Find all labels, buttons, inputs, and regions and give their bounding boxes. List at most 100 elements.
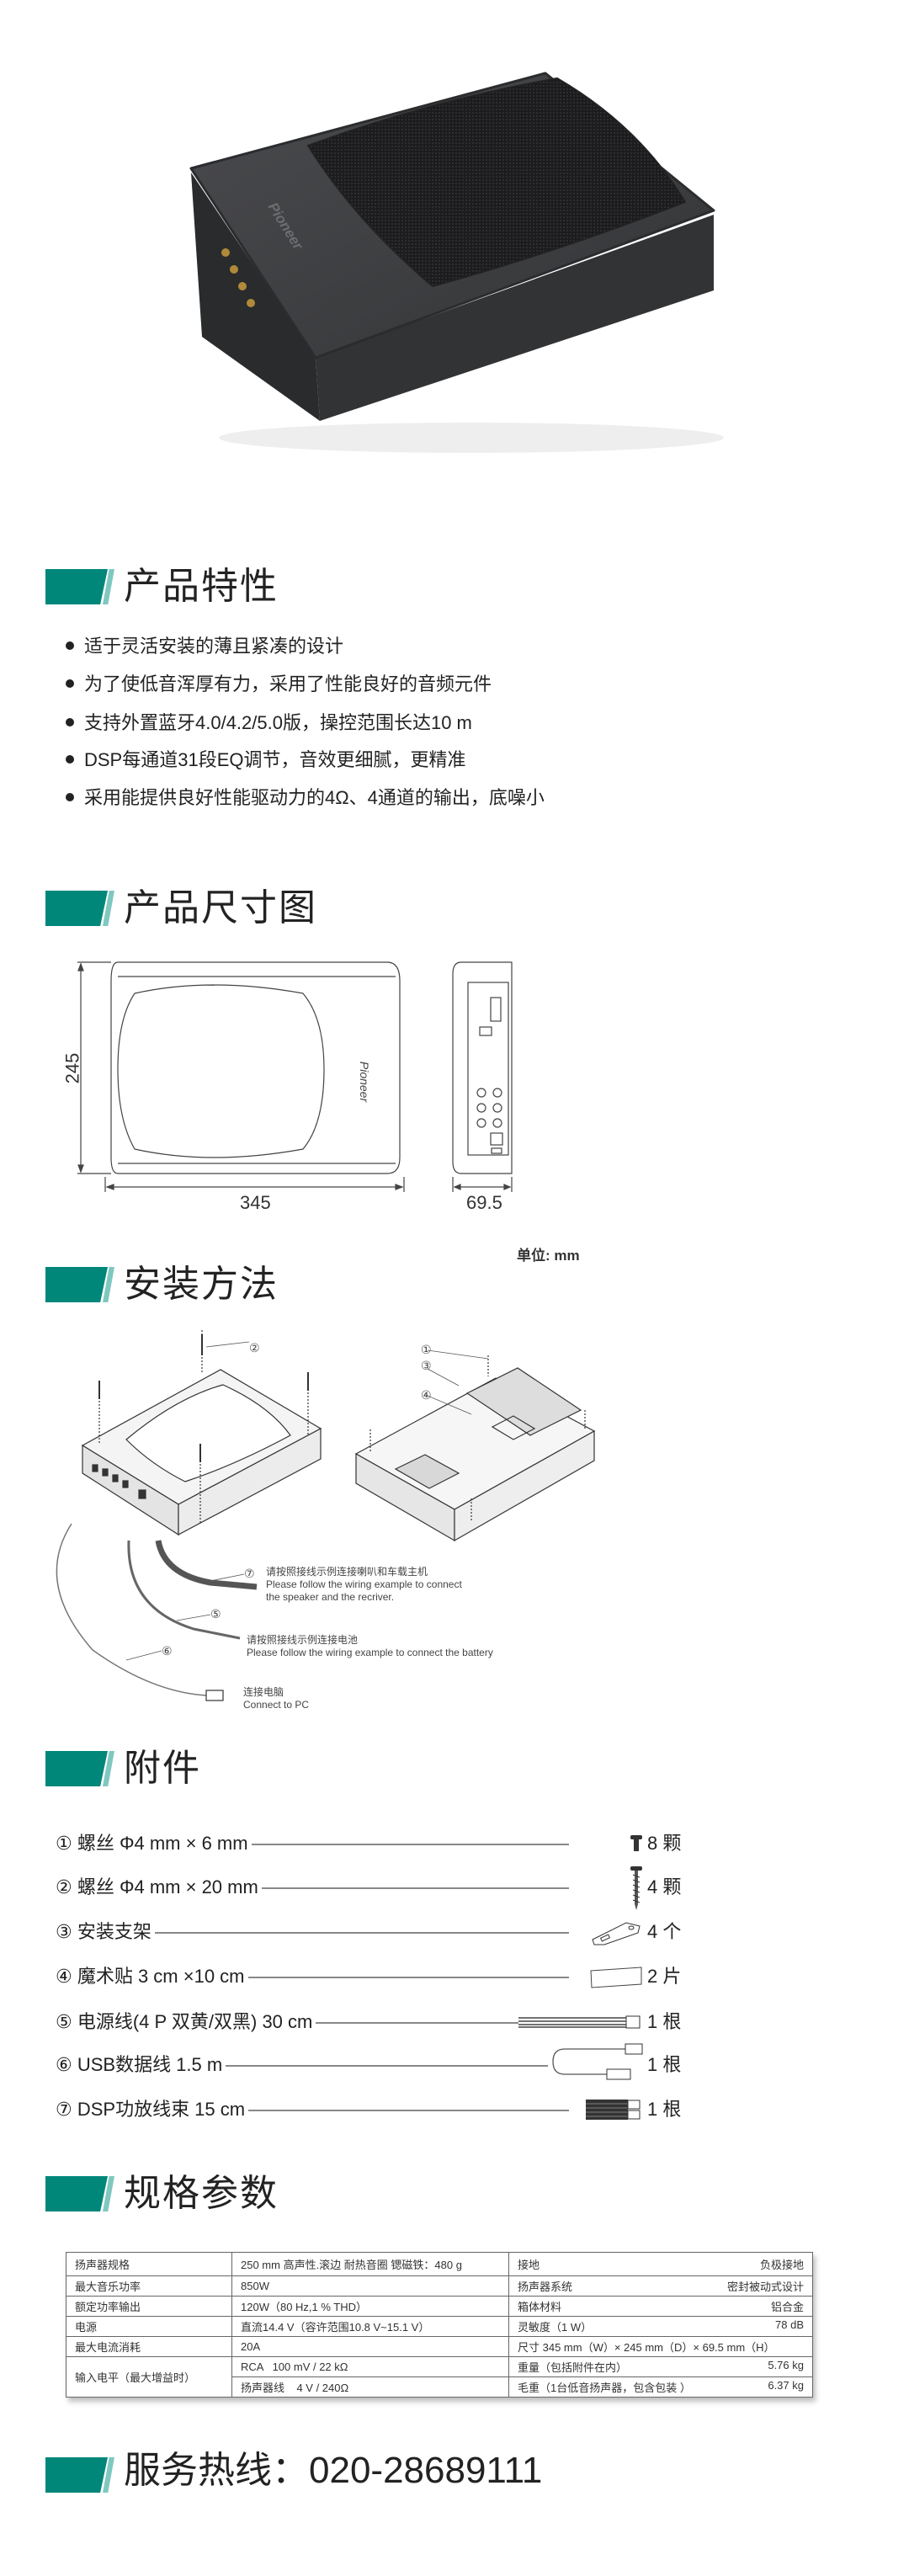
dimension-lines — [77, 961, 513, 1192]
installation-diagram — [56, 1330, 596, 1701]
speaker-wiring-note-en-2: the speaker and the recriver. — [266, 1591, 395, 1603]
leader-line — [56, 2065, 577, 2067]
spec-pair: 毛重（1台低音扬声器，包含包装 ） 6.37 kg — [508, 2376, 813, 2398]
spec-table: 扬声器规格 250 mm 高声性.滚边 耐热音圈 锶磁铁：480 g 接地 负极接… — [66, 2252, 813, 2398]
speaker-wiring-note-en-1: Please follow the wiring example to conn… — [266, 1578, 462, 1590]
accessory-label: ② 螺丝 Φ4 mm × 20 mm — [56, 1876, 262, 1898]
accessory-count: 4 颗 — [647, 1876, 682, 1897]
power-cable-icon — [518, 2009, 645, 2035]
section-title: 安装方法 — [124, 1264, 279, 1305]
battery-note-cn: 请按照接线示例连接电池 — [247, 1634, 359, 1646]
spec-pair: 尺寸 345 mm（W）× 245 mm（D）× 69.5 mm（H） — [508, 2336, 813, 2357]
usb-cable-icon — [548, 2041, 645, 2083]
spec-value: 扬声器线 4 V / 240Ω — [231, 2376, 509, 2398]
leader-line — [56, 1844, 603, 1845]
spec-value: 负极接地 — [759, 2259, 804, 2271]
spec-pair: 灵敏度（1 W）78 dB — [508, 2316, 813, 2337]
spec-value: 铝合金 — [770, 2301, 804, 2313]
table-row: 最大电流消耗 20A 尺寸 345 mm（W）× 245 mm（D）× 69.5… — [66, 2336, 813, 2357]
cables — [56, 1523, 258, 1701]
section-marker-icon — [45, 891, 108, 926]
table-row: 输入电平（最大增益时） RCA 100 mV / 22 kΩ 重量（包括附件在内… — [66, 2356, 813, 2398]
bullet-icon — [66, 641, 74, 651]
table-row: 最大音乐功率 850W 扬声器系统密封被动式设计 — [66, 2275, 813, 2297]
spec-value: 6.37 kg — [768, 2379, 804, 2392]
accessory-label: ⑤ 电源线(4 P 双黄/双黑) 30 cm — [56, 2011, 316, 2033]
bullet-icon — [66, 718, 74, 727]
feature-text: 适于灵活安装的薄且紧凑的设计 — [84, 636, 344, 657]
spec-key: 毛重（1台低音扬声器，包含包装 ） — [518, 2382, 691, 2394]
section-header-install: 安装方法 — [45, 1264, 635, 1305]
spec-key: 额定功率输出 — [66, 2296, 232, 2317]
spec-value: 20A — [231, 2336, 509, 2357]
spec-pair: 扬声器系统 密封被动式设计 — [508, 2275, 813, 2297]
spec-value: 5.76 kg — [768, 2359, 804, 2371]
accessory-label: ① 螺丝 Φ4 mm × 6 mm — [56, 1833, 252, 1855]
spec-value: 密封被动式设计 — [726, 2281, 804, 2293]
spec-value: 120W（80 Hz,1 % THD） — [231, 2296, 509, 2317]
section-marker-icon — [45, 569, 108, 604]
depth-label: 245 — [61, 1052, 83, 1084]
section-marker-icon — [45, 1751, 108, 1786]
spec-key: 灵敏度（1 W） — [518, 2321, 593, 2334]
spec-pair: 箱体材料铝合金 — [508, 2296, 813, 2317]
product-image: Pioneer — [189, 72, 724, 453]
height-label: 69.5 — [466, 1192, 502, 1213]
section-title: 产品尺寸图 — [124, 887, 317, 929]
table-row: 扬声器线 4 V / 240Ω 毛重（1台低音扬声器，包含包装 ） 6.37 kg — [66, 2376, 813, 2398]
feature-item: 适于灵活安装的薄且紧凑的设计 — [66, 636, 343, 657]
section-marker-icon — [45, 1267, 108, 1302]
feature-text: DSP每通道31段EQ调节，音效更细腻，更精准 — [84, 749, 466, 770]
wire-harness-icon — [569, 2097, 645, 2122]
short-screw-icon — [569, 1831, 645, 1856]
spec-key: 扬声器系统 — [518, 2281, 573, 2293]
accessory-count: 8 颗 — [647, 1833, 682, 1854]
bottom-view-unit — [354, 1355, 596, 1542]
front-view-logo: Pioneer — [358, 1062, 371, 1104]
dimension-drawing: Pioneer — [77, 961, 513, 1192]
callout-1: ① — [421, 1343, 432, 1356]
section-marker-icon — [45, 2457, 108, 2493]
callout-2: ② — [249, 1341, 260, 1355]
accessory-row: ③ 安装支架 4 个 — [56, 1919, 681, 1945]
top-view-unit — [81, 1330, 322, 1536]
spec-value: RCA 100 mV / 22 kΩ — [231, 2356, 509, 2377]
accessory-label: ④ 魔术贴 3 cm ×10 cm — [56, 1966, 248, 1988]
accessory-row: ⑤ 电源线(4 P 双黄/双黑) 30 cm 1 根 — [56, 2009, 682, 2035]
spec-key: 重量（包括附件在内） — [518, 2361, 628, 2374]
spec-value: 850W — [231, 2275, 509, 2297]
feature-item: 采用能提供良好性能驱动力的4Ω、4通道的输出，底噪小 — [66, 787, 545, 809]
section-header-specs: 规格参数 — [45, 2173, 635, 2214]
feature-text: 支持外置蓝牙4.0/4.2/5.0版，操控范围长达10 m — [84, 712, 472, 733]
side-view — [452, 961, 513, 1174]
unit-label: 单位: mm — [517, 1248, 580, 1264]
pc-note-cn: 连接电脑 — [243, 1686, 284, 1698]
spec-key: 扬声器规格 — [66, 2252, 232, 2276]
spec-pair: 重量（包括附件在内） 5.76 kg — [508, 2356, 813, 2377]
table-row: 额定功率输出 120W（80 Hz,1 % THD） 箱体材料铝合金 — [66, 2296, 813, 2317]
callout-3: ③ — [421, 1359, 432, 1372]
velcro-pad-icon — [569, 1964, 645, 1989]
accessory-label: ③ 安装支架 — [56, 1921, 155, 1943]
bullet-icon — [66, 755, 74, 764]
table-row: 扬声器规格 250 mm 高声性.滚边 耐热音圈 锶磁铁：480 g 接地 负极接… — [66, 2252, 813, 2276]
spec-key: 最大电流消耗 — [66, 2336, 232, 2357]
spec-value: 250 mm 高声性.滚边 耐热音圈 锶磁铁：480 g — [231, 2252, 509, 2276]
table-row: 电源 直流14.4 V（容许范围10.8 V~15.1 V） 灵敏度（1 W）7… — [66, 2316, 813, 2337]
battery-note-en: Please follow the wiring example to conn… — [247, 1647, 493, 1658]
feature-text: 为了使低音浑厚有力，采用了性能良好的音频元件 — [84, 673, 492, 695]
spec-key: 接地 — [518, 2259, 540, 2271]
spec-key: 输入电平（最大增益时） — [66, 2356, 232, 2398]
spec-key: 尺寸 345 mm（W）× 245 mm（D）× 69.5 mm（H） — [518, 2341, 775, 2354]
section-header-dimensions: 产品尺寸图 — [45, 887, 635, 929]
leader-lines — [125, 1341, 489, 1661]
section-marker-icon — [45, 2176, 108, 2211]
accessory-count: 1 根 — [647, 2011, 682, 2032]
leader-line — [56, 2110, 603, 2111]
front-view: Pioneer — [110, 961, 401, 1174]
callout-5: ⑤ — [210, 1607, 221, 1621]
accessory-row: ④ 魔术贴 3 cm ×10 cm 2 片 — [56, 1964, 681, 1989]
feature-item: 为了使低音浑厚有力，采用了性能良好的音频元件 — [66, 673, 492, 695]
callout-7: ⑦ — [244, 1567, 255, 1580]
pc-note-en: Connect to PC — [243, 1699, 310, 1711]
